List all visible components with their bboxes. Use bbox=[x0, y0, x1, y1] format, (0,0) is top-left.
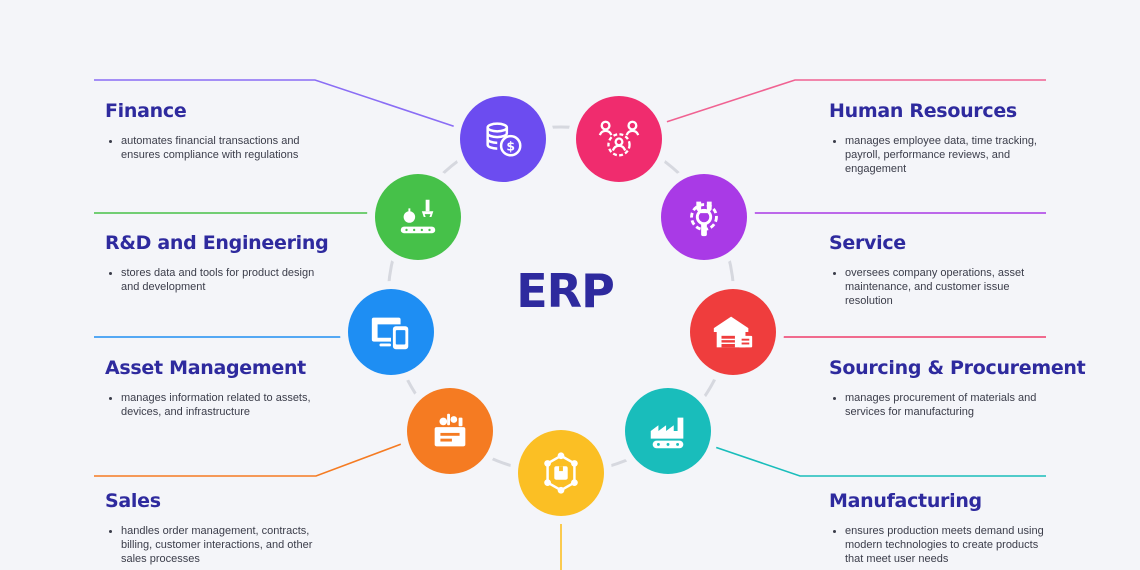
module-description: oversees company operations, asset maint… bbox=[829, 266, 1044, 308]
hr-node bbox=[576, 96, 662, 182]
module-finance: Finance automates financial transactions… bbox=[105, 100, 325, 162]
connector-sales bbox=[94, 439, 413, 477]
module-description: manages employee data, time tracking, pa… bbox=[829, 134, 1044, 176]
module-title: Sourcing & Procurement bbox=[829, 357, 1086, 379]
wrench-gear-icon bbox=[690, 201, 718, 237]
connector-hr bbox=[656, 79, 1046, 126]
module-sourcing: Sourcing & Procurement manages procureme… bbox=[829, 357, 1086, 419]
robot-arm-conveyor-icon bbox=[400, 199, 436, 234]
module-manufacturing: Manufacturing ensures production meets d… bbox=[829, 490, 1044, 566]
module-asset: Asset Management manages information rel… bbox=[105, 357, 325, 419]
finance-node: $ bbox=[460, 96, 546, 182]
module-description: handles order management, contracts, bil… bbox=[105, 524, 325, 566]
module-title: Human Resources bbox=[829, 100, 1017, 122]
module-description: manages procurement of materials and ser… bbox=[829, 391, 1044, 419]
rnd-node bbox=[375, 174, 461, 260]
module-title: Finance bbox=[105, 100, 187, 122]
sales-node bbox=[407, 388, 493, 474]
manufacturing-node bbox=[625, 388, 711, 474]
asset-node bbox=[348, 289, 434, 375]
module-title: Service bbox=[829, 232, 906, 254]
module-service: Service oversees company operations, ass… bbox=[829, 232, 1044, 308]
module-description: stores data and tools for product design… bbox=[105, 266, 325, 294]
erp-center-label: ERP bbox=[516, 264, 615, 318]
module-hr: Human Resources manages employee data, t… bbox=[829, 100, 1044, 176]
connector-manufacturing bbox=[705, 443, 1046, 477]
module-title: Asset Management bbox=[105, 357, 306, 379]
module-description: automates financial transactions and ens… bbox=[105, 134, 325, 162]
factory-icon bbox=[650, 417, 684, 449]
people-gear-icon bbox=[598, 120, 640, 157]
sourcing-node bbox=[690, 289, 776, 375]
service-node bbox=[661, 174, 747, 260]
module-title: R&D and Engineering bbox=[105, 232, 329, 254]
svg-text:$: $ bbox=[506, 139, 515, 154]
module-title: Manufacturing bbox=[829, 490, 982, 512]
module-description: ensures production meets demand using mo… bbox=[829, 524, 1044, 566]
module-rnd: R&D and Engineering stores data and tool… bbox=[105, 232, 329, 294]
coins-dollar-icon: $ bbox=[486, 122, 522, 157]
network-box-icon bbox=[544, 452, 578, 494]
module-description: manages information related to assets, d… bbox=[105, 391, 325, 419]
devices-icon bbox=[371, 317, 409, 350]
supply-chain-node bbox=[518, 430, 604, 516]
module-sales: Sales handles order management, contract… bbox=[105, 490, 325, 566]
connector-finance bbox=[94, 79, 466, 131]
shopping-box-icon bbox=[434, 413, 466, 447]
module-title: Sales bbox=[105, 490, 161, 512]
warehouse-icon bbox=[713, 316, 753, 348]
